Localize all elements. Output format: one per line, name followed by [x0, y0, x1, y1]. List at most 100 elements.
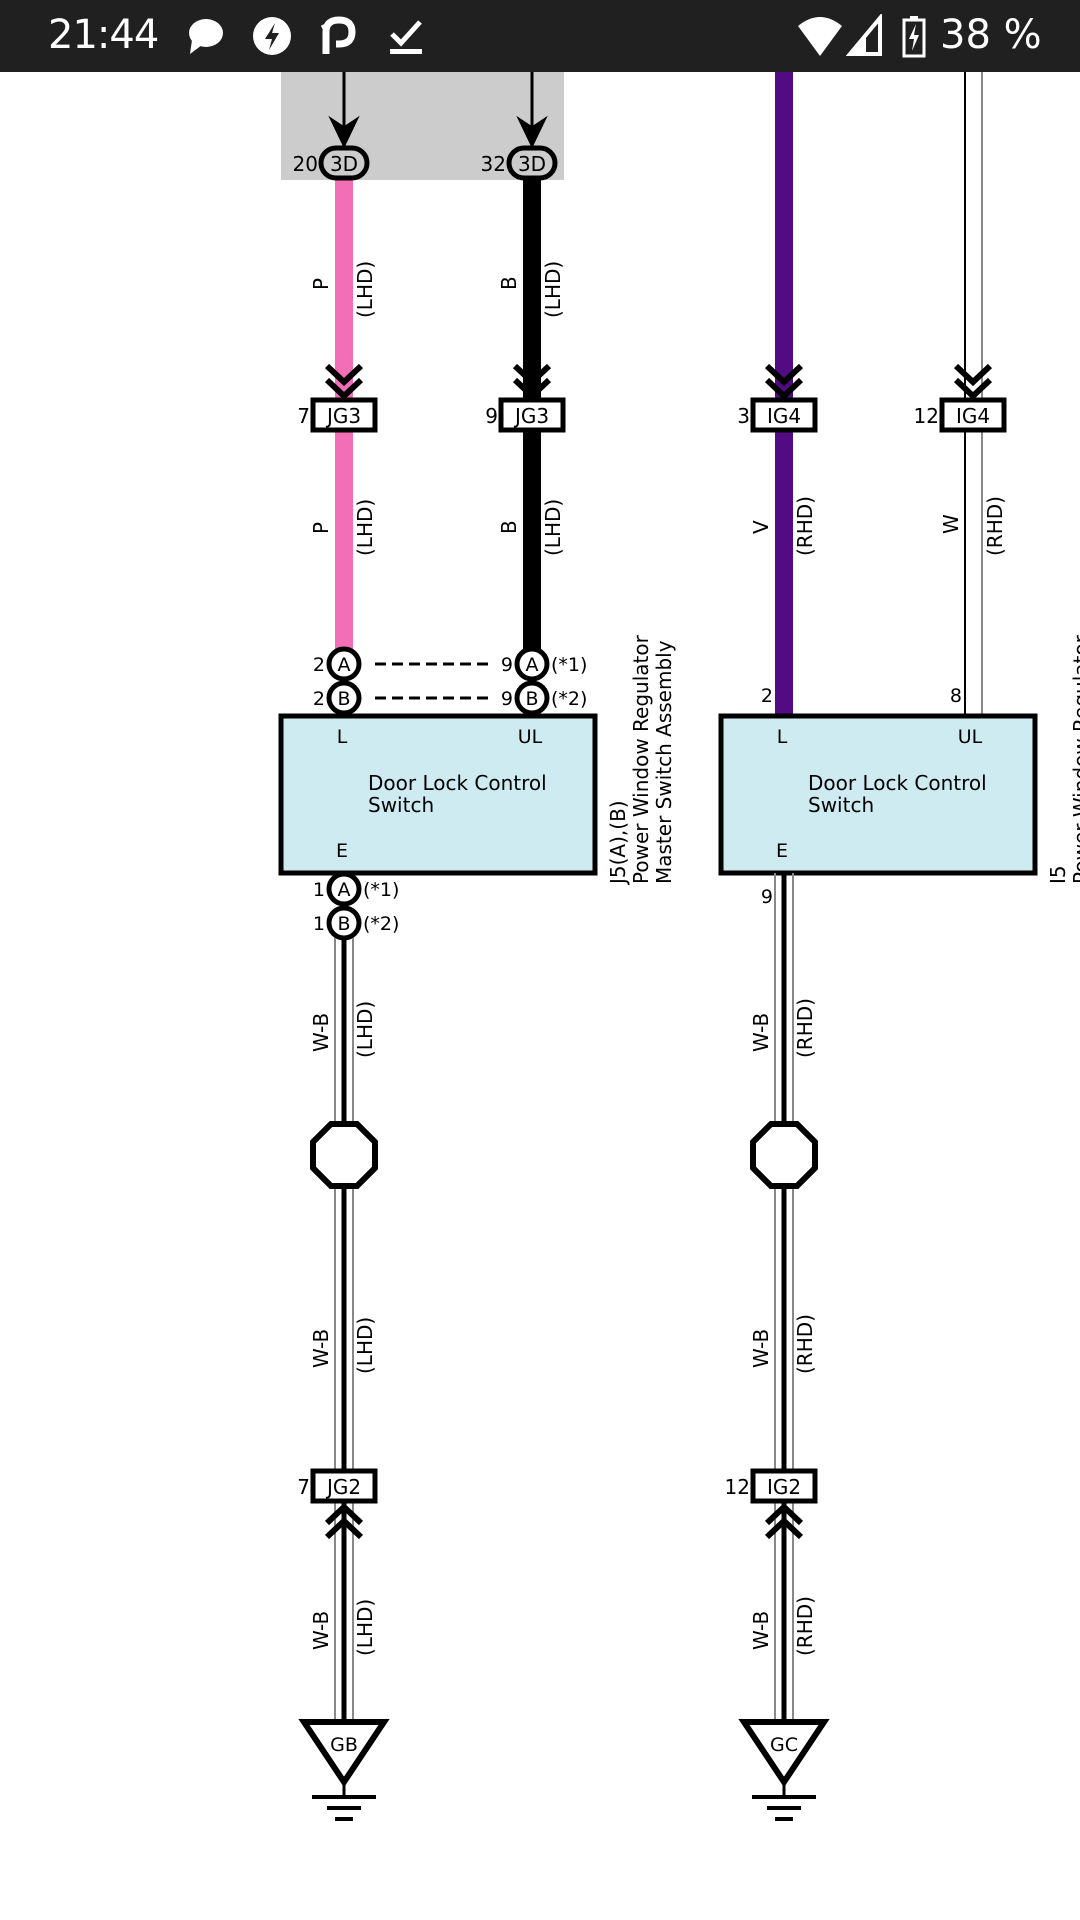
connector-id: IG4 [767, 404, 801, 428]
pin-number-ul: 8 [950, 685, 962, 707]
arrow-head-icon [328, 115, 360, 149]
wire-color-code: V [749, 520, 773, 534]
clock: 21:44 [48, 12, 159, 58]
wire-variant: (LHD) [353, 261, 377, 318]
connector-jg2-7[interactable]: JG2 7 [297, 1468, 378, 1504]
chevron-up-icon [324, 1502, 364, 1540]
pin-number-e: 9 [761, 886, 773, 908]
connector-3d-32[interactable]: 3D 32 [481, 145, 558, 181]
pin-2-b[interactable]: B 2 [313, 680, 362, 716]
ground-point-gb[interactable]: GB [298, 1719, 390, 1788]
connector-id: JG3 [325, 404, 361, 428]
terminal-e: E [336, 840, 348, 862]
wire-variant: (LHD) [353, 1001, 377, 1058]
pin-number: 12 [914, 404, 939, 428]
download-done-icon [390, 20, 422, 54]
pin-1-b[interactable]: B 1 (*2) [313, 905, 400, 941]
component-title-partial: Power Window Regulator [1069, 634, 1080, 884]
wire-wb-left[interactable] [334, 938, 354, 1720]
pin-number: 9 [501, 654, 513, 676]
pin-number-l: 2 [761, 685, 773, 707]
pin-number: 20 [293, 152, 318, 176]
battery-charging-icon [902, 16, 926, 58]
wire-variant: (RHD) [793, 1314, 817, 1374]
ground-id: GC [770, 1734, 798, 1756]
component-title-line2: Master Switch Assembly [652, 640, 676, 884]
door-lock-control-switch-right[interactable]: L UL Door Lock Control Switch E [718, 713, 1038, 876]
pin-number: 9 [485, 404, 498, 428]
pin-number: 1 [313, 913, 325, 935]
chevron-down-icon [764, 363, 804, 401]
connector-3d-20[interactable]: 3D 20 [293, 145, 370, 181]
pin-9-b[interactable]: B 9 (*2) [501, 680, 588, 716]
wire-color-code: W-B [309, 1611, 333, 1650]
pin-2-a[interactable]: A 2 [313, 646, 362, 682]
connector-id: JG2 [325, 1475, 361, 1499]
wire-white-upper[interactable] [964, 72, 983, 716]
terminal-ul: UL [518, 726, 543, 748]
connector-ig4-12[interactable]: IG4 12 [914, 397, 1007, 433]
component-ref: I5 [1046, 865, 1070, 884]
connector-letter: B [337, 688, 350, 710]
wire-wb-right[interactable] [774, 873, 794, 1720]
connector-id: IG2 [767, 1475, 801, 1499]
ground-symbol-icon [312, 1782, 376, 1821]
pin-number: 1 [313, 879, 325, 901]
wire-variant: (LHD) [353, 1317, 377, 1374]
pin-9-a[interactable]: A 9 (*1) [501, 646, 588, 682]
wire-color-code: W-B [749, 1329, 773, 1368]
pin-number: 32 [481, 152, 506, 176]
power-saver-icon [253, 17, 291, 55]
component-ref: J5(A),(B) [606, 800, 630, 886]
wire-color-code: W-B [309, 1329, 333, 1368]
arrow-head-icon [516, 115, 548, 149]
wifi-icon [798, 17, 842, 56]
pin-number: 7 [297, 1475, 310, 1499]
chevron-down-icon [512, 363, 552, 401]
splice-octagon-left[interactable] [310, 1121, 378, 1189]
chevron-up-icon [764, 1502, 804, 1540]
wire-color-code: B [497, 276, 521, 290]
connector-ig4-3[interactable]: IG4 3 [737, 397, 818, 433]
pin-number: 2 [313, 654, 325, 676]
component-name-line2: Switch [368, 793, 434, 817]
connector-letter: A [338, 879, 351, 901]
connector-letter: A [526, 654, 539, 676]
wire-color-code: B [497, 520, 521, 534]
connector-letter: B [337, 913, 350, 935]
component-title-line1: Power Window Regulator [629, 634, 653, 884]
connector-ig2-12[interactable]: IG2 12 [725, 1468, 818, 1504]
wire-color-code: P [309, 522, 333, 534]
ground-id: GB [330, 1734, 358, 1756]
pin-1-a[interactable]: A 1 (*1) [313, 871, 400, 907]
cell-signal-icon [846, 14, 882, 56]
ground-point-gc[interactable]: GC [738, 1719, 830, 1788]
wire-variant: (RHD) [793, 1596, 817, 1656]
wire-color-code: W-B [749, 1013, 773, 1052]
connector-jg3-9[interactable]: JG3 9 [485, 397, 566, 433]
wire-variant: (LHD) [353, 1599, 377, 1656]
ground-symbol-icon [752, 1782, 816, 1821]
connector-id: 3D [518, 152, 546, 176]
wire-variant: (RHD) [793, 998, 817, 1058]
pin-note: (*1) [363, 879, 399, 901]
chevron-down-icon [324, 363, 364, 401]
pin-note: (*2) [363, 913, 399, 935]
pin-note: (*1) [551, 654, 587, 676]
splice-octagon-right[interactable] [750, 1121, 818, 1189]
component-name-line1: Door Lock Control [808, 771, 987, 795]
wire-variant: (LHD) [541, 499, 565, 556]
connector-id: IG4 [956, 404, 990, 428]
terminal-e: E [776, 840, 788, 862]
pin-number: 2 [313, 688, 325, 710]
door-lock-control-switch-left[interactable]: L UL Door Lock Control Switch E [278, 713, 598, 876]
pin-number: 3 [737, 404, 750, 428]
connector-jg3-7[interactable]: JG3 7 [297, 397, 378, 433]
connector-id: 3D [330, 152, 358, 176]
pin-number: 12 [725, 1475, 750, 1499]
battery-percent: 38 % [940, 12, 1042, 58]
pin-note: (*2) [551, 688, 587, 710]
wiring-diagram[interactable]: 3D 20 3D 32 P (LHD) B (LHD) JG3 7 JG3 9 [0, 72, 1080, 1920]
wire-color-code: W-B [309, 1013, 333, 1052]
connector-letter: B [525, 688, 538, 710]
